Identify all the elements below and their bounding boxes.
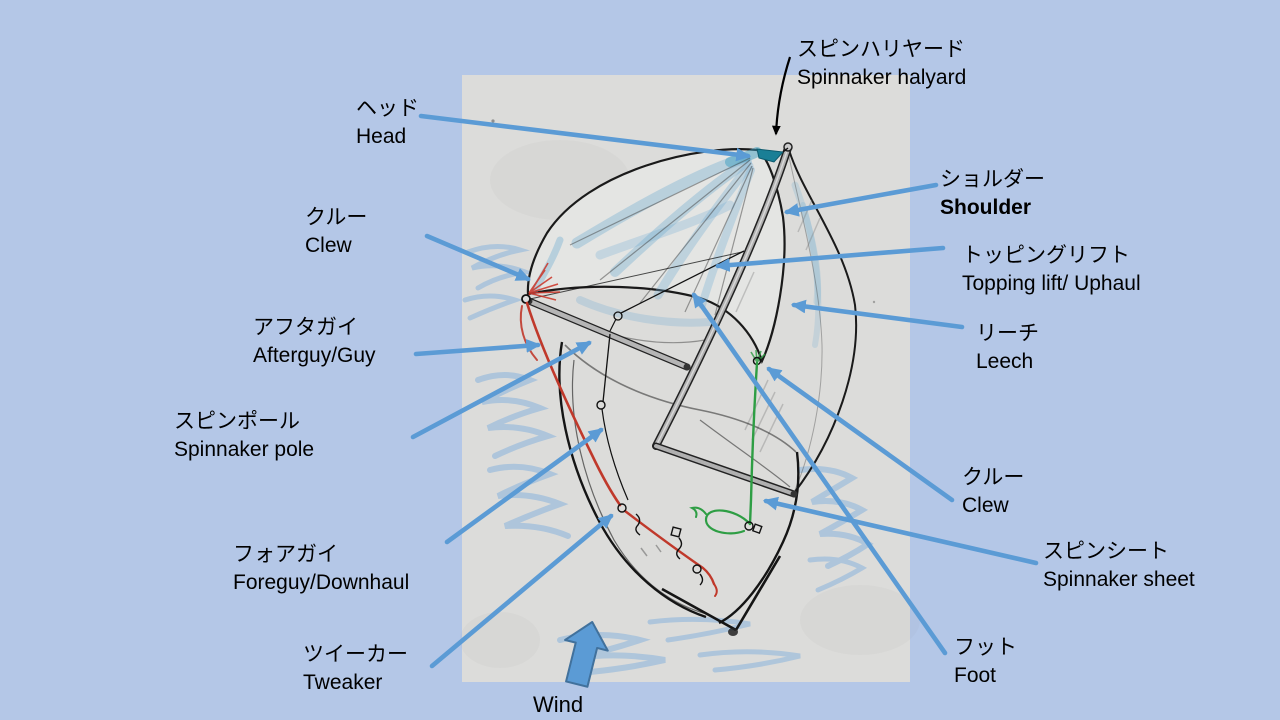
label-ja: ツイーカー xyxy=(303,643,408,666)
foreguy-block xyxy=(596,400,606,410)
label-ja: アフタガイ xyxy=(253,316,358,339)
label-topping-lift: トッピングリフト Topping lift/ Uphaul xyxy=(962,242,1141,298)
label-en: Afterguy/Guy xyxy=(253,344,376,367)
halyard-pointer-arrow xyxy=(771,56,792,136)
deck-blocks xyxy=(635,513,763,586)
leech-arrow xyxy=(790,299,965,330)
label-en: Spinnaker pole xyxy=(174,438,315,461)
label-head: ヘッド Head xyxy=(356,95,419,151)
label-afterguy: アフタガイ Afterguy/Guy xyxy=(253,314,376,370)
label-shoulder: ショルダー Shoulder xyxy=(940,166,1045,222)
spinnaker-pole-arrow xyxy=(410,340,592,440)
label-ja: スピンシート xyxy=(1043,540,1169,563)
foreguy-line xyxy=(602,333,611,403)
label-ja: クルー xyxy=(962,466,1025,489)
wind-label: Wind xyxy=(533,692,584,717)
label-clew-port: クルー Clew xyxy=(305,204,367,260)
tweaker-arrow xyxy=(429,513,614,669)
head-patch xyxy=(756,147,789,163)
label-en: Spinnaker sheet xyxy=(1043,568,1195,591)
label-spinnaker-halyard: スピンハリヤード Spinnaker halyard xyxy=(797,36,966,92)
wind-arrow-icon xyxy=(564,621,609,688)
label-en: Spinnaker halyard xyxy=(797,66,967,89)
afterguy-rope xyxy=(519,301,718,597)
label-leech: リーチ Leech xyxy=(976,320,1039,376)
label-spinnaker-pole: スピンポール Spinnaker pole xyxy=(174,408,314,464)
label-foreguy: フォアガイ Foreguy/Downhaul xyxy=(233,541,409,597)
shoulder-arrow xyxy=(783,182,939,217)
boom-end-fitting xyxy=(790,490,798,498)
spinnaker-sheet-arrow xyxy=(762,496,1039,566)
label-ja: フット xyxy=(954,636,1017,659)
transom xyxy=(661,555,782,632)
label-ja: フォアガイ xyxy=(233,543,338,566)
label-foot: フット Foot xyxy=(954,634,1017,690)
label-en: Clew xyxy=(305,234,352,257)
label-en: Foreguy/Downhaul xyxy=(233,571,410,594)
label-ja: クルー xyxy=(305,206,368,229)
label-spinnaker-sheet: スピンシート Spinnaker sheet xyxy=(1043,538,1195,594)
label-en: Head xyxy=(356,125,407,148)
rudder-head xyxy=(728,628,738,636)
label-ja: リーチ xyxy=(976,322,1039,345)
foot-arrow xyxy=(691,292,948,656)
label-ja: ヘッド xyxy=(356,97,419,120)
label-ja: ショルダー xyxy=(940,168,1045,191)
mast xyxy=(652,142,793,450)
label-en: Shoulder xyxy=(940,196,1032,219)
callout-arrows xyxy=(410,113,1039,669)
topping-lift-ring xyxy=(613,311,623,321)
label-en: Topping lift/ Uphaul xyxy=(962,272,1141,295)
topping-lift-arrow xyxy=(714,245,946,272)
tweaker-block xyxy=(617,503,627,513)
hull xyxy=(558,341,800,636)
label-ja: スピンポール xyxy=(174,410,300,433)
label-ja: トッピングリフト xyxy=(962,244,1130,267)
label-ja: スピンハリヤード xyxy=(797,38,965,61)
label-en: Clew xyxy=(962,494,1009,517)
clew-port-arrow xyxy=(424,233,531,282)
afterguy-arrow xyxy=(413,339,542,357)
label-tweaker: ツイーカー Tweaker xyxy=(303,641,408,697)
label-en: Leech xyxy=(976,350,1034,373)
head-arrow xyxy=(418,113,752,162)
foreguy-arrow xyxy=(444,427,604,545)
label-en: Tweaker xyxy=(303,671,383,694)
boom xyxy=(652,442,798,498)
pencil-specks xyxy=(491,119,876,557)
label-clew-starboard: クルー Clew xyxy=(962,464,1024,520)
label-en: Foot xyxy=(954,664,997,687)
clew-starboard-arrow xyxy=(766,366,955,503)
